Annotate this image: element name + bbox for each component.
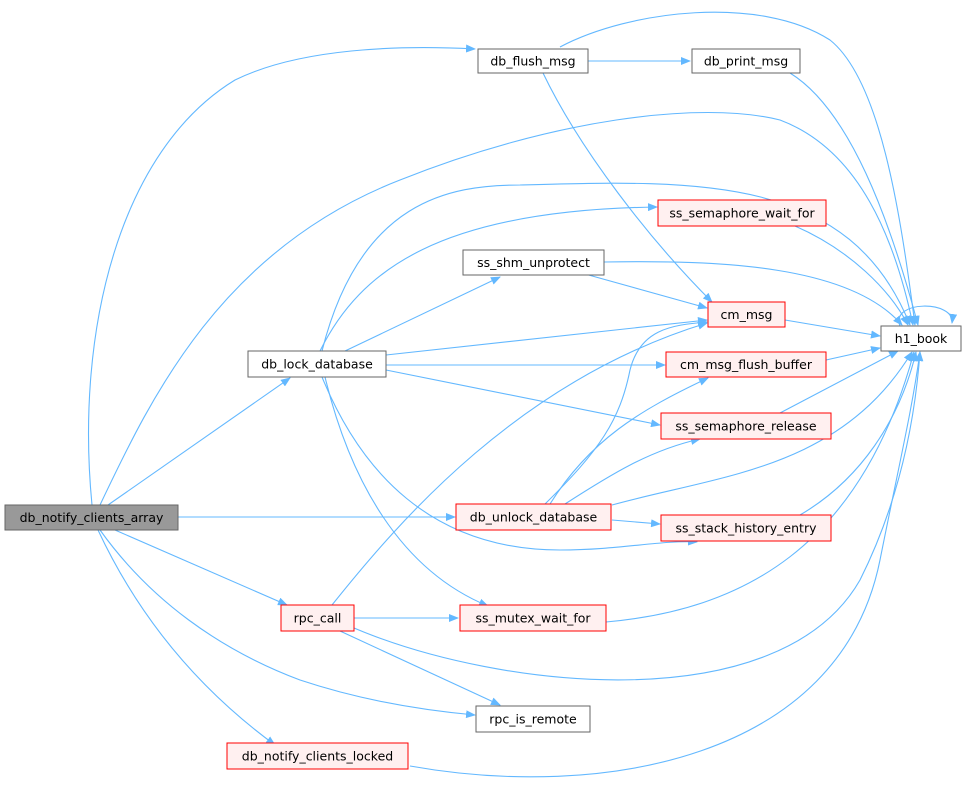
edge-h1-book-self-loop xyxy=(898,305,958,327)
node-label: db_notify_clients_locked xyxy=(242,749,393,764)
node-label: db_unlock_database xyxy=(470,510,598,525)
node-h1-book[interactable]: h1_book xyxy=(880,325,962,352)
edge-root-to-h1-book xyxy=(99,111,916,506)
edge-rpc-call-to-rpc-is-remote xyxy=(339,630,501,706)
edge-notify-locked-to-h1-book xyxy=(409,351,923,778)
edge-lock-to-h1-book xyxy=(321,182,911,352)
node-ss-shm-unprotect[interactable]: ss_shm_unprotect xyxy=(462,249,605,276)
node-label: cm_msg_flush_buffer xyxy=(680,357,813,372)
edge-root-to-db-notify-clients-locked xyxy=(97,529,276,746)
edge-lock-to-stack-history-entry xyxy=(321,376,698,551)
edge-lock-to-mutex-wait-for xyxy=(324,376,489,607)
edge-unlock-to-cm-msg xyxy=(544,318,708,505)
edge-db-flush-msg-to-cm-msg xyxy=(542,72,713,303)
edge-unlock-to-stack-history-entry xyxy=(611,519,661,528)
edge-rpc-call-to-h1-book xyxy=(353,351,924,681)
edge-root-to-rpc-call xyxy=(114,529,288,606)
node-label: ss_stack_history_entry xyxy=(675,521,817,536)
node-cm-msg[interactable]: cm_msg xyxy=(707,301,786,328)
edge-shm-unprotect-to-cm-msg xyxy=(584,273,708,310)
node-label: cm_msg xyxy=(721,307,773,322)
edge-semaphore-release-to-h1-book xyxy=(779,350,899,414)
node-db-flush-msg[interactable]: db_flush_msg xyxy=(477,48,589,74)
node-db-print-msg[interactable]: db_print_msg xyxy=(691,48,801,74)
node-ss-stack-history-entry[interactable]: ss_stack_history_entry xyxy=(660,514,832,542)
node-label: ss_semaphore_wait_for xyxy=(669,206,815,221)
node-label: db_flush_msg xyxy=(490,54,575,69)
node-ss-mutex-wait-for[interactable]: ss_mutex_wait_for xyxy=(459,604,607,632)
nodes: db_notify_clients_array db_flush_msg db_… xyxy=(4,48,962,770)
edge-lock-to-semaphore-wait-for xyxy=(319,203,658,352)
node-rpc-is-remote[interactable]: rpc_is_remote xyxy=(475,705,591,733)
edge-stack-history-to-h1-book xyxy=(799,351,918,516)
edge-cm-msg-to-h1-book xyxy=(784,319,881,339)
edge-mutex-wait-for-to-h1-book xyxy=(605,351,916,623)
edge-unlock-to-h1-book xyxy=(611,351,913,506)
edge-root-to-db-lock-database xyxy=(107,377,291,506)
edge-rpc-call-to-cm-msg xyxy=(331,321,708,606)
edges xyxy=(87,11,958,778)
edge-root-to-db-flush-msg xyxy=(87,44,476,506)
node-label: rpc_call xyxy=(294,611,342,626)
node-label: h1_book xyxy=(895,331,948,346)
edge-unlock-to-cm-msg-flush-buffer xyxy=(549,377,709,505)
node-db-unlock-database[interactable]: db_unlock_database xyxy=(455,503,612,531)
node-label: rpc_is_remote xyxy=(489,712,577,727)
edge-db-print-msg-to-h1-book xyxy=(789,72,920,326)
edge-lock-to-semaphore-release xyxy=(385,369,661,428)
edge-flush-buffer-to-h1-book xyxy=(825,346,881,361)
node-label: db_print_msg xyxy=(704,54,788,69)
edge-unlock-to-semaphore-release xyxy=(564,437,701,505)
node-label: ss_semaphore_release xyxy=(675,419,817,434)
node-rpc-call[interactable]: rpc_call xyxy=(280,604,355,632)
edge-lock-to-cm-msg xyxy=(385,316,708,356)
node-db-notify-clients-locked[interactable]: db_notify_clients_locked xyxy=(226,742,409,770)
node-ss-semaphore-wait-for[interactable]: ss_semaphore_wait_for xyxy=(657,199,827,227)
node-db-lock-database[interactable]: db_lock_database xyxy=(247,350,387,378)
node-db-notify-clients-array[interactable]: db_notify_clients_array xyxy=(4,504,179,531)
edge-shm-unprotect-to-h1-book xyxy=(603,261,903,326)
node-label: ss_shm_unprotect xyxy=(477,255,590,270)
node-ss-semaphore-release[interactable]: ss_semaphore_release xyxy=(660,412,832,440)
edge-db-flush-msg-to-h1-book xyxy=(559,11,918,326)
edge-semaphore-wait-for-to-h1-book xyxy=(794,225,909,326)
node-label: db_lock_database xyxy=(261,357,373,372)
node-cm-msg-flush-buffer[interactable]: cm_msg_flush_buffer xyxy=(665,351,827,378)
node-label: db_notify_clients_array xyxy=(20,510,164,525)
edge-root-to-rpc-is-remote xyxy=(99,529,476,719)
edge-lock-to-shm-unprotect xyxy=(344,276,501,352)
node-label: ss_mutex_wait_for xyxy=(475,611,591,626)
